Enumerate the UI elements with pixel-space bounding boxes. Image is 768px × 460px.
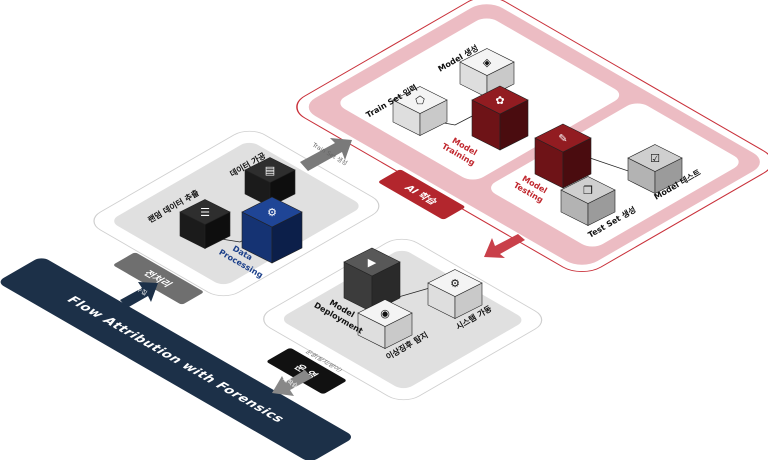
test-set-create-node: ❐ <box>560 176 616 226</box>
flow-band <box>0 258 352 460</box>
preprocess-tag <box>114 252 203 305</box>
edit-icon: ✎ <box>558 132 567 145</box>
flow-band-title: Flow Attribution with Forensics <box>63 295 288 425</box>
anomaly-detect-node: ◉ <box>357 299 413 349</box>
retrain-red-arrow <box>484 234 525 258</box>
model-testing-core-top-face <box>534 123 592 153</box>
gears-icon: ⚙ <box>267 206 277 219</box>
model-deployment-core-node: ▶ <box>343 247 401 313</box>
system-run-node: ⚙ <box>427 269 483 319</box>
retrain-arrow <box>272 370 312 396</box>
system-run-top-face <box>427 269 483 297</box>
model-testing-core-node: ✎ <box>534 123 592 189</box>
cube-icon: ◈ <box>483 56 492 69</box>
model-deployment-core-top-face <box>343 247 401 277</box>
database-icon: ☰ <box>200 206 210 219</box>
play-icon: ▶ <box>368 256 377 269</box>
checkbox-icon: ☑ <box>650 152 660 165</box>
model-training-core-top-face <box>471 85 529 115</box>
random-extract-top-face <box>179 199 231 225</box>
model-create-node: ◈ <box>459 48 515 98</box>
data-process-top-face <box>244 157 296 183</box>
testing-subpanel <box>491 103 739 247</box>
random-extract-node: ☰ <box>179 199 231 249</box>
document-stack-icon: ▤ <box>265 164 275 177</box>
model-test-node: ☑ <box>627 144 683 194</box>
model-test-top-face <box>627 144 683 172</box>
gear-icon: ⚙ <box>450 277 460 290</box>
operation-tag <box>267 348 346 394</box>
network-icon: ✿ <box>495 94 504 107</box>
copy-icon: ❐ <box>583 184 593 197</box>
collect-arrow-label: 수집 <box>135 286 148 298</box>
train-set-input-node: ⬠ <box>392 86 448 136</box>
model-training-core-node: ✿ <box>471 85 529 151</box>
test-set-create-top-face <box>560 176 616 204</box>
anomaly-detect-top-face <box>357 299 413 327</box>
train-set-arrow <box>300 138 352 171</box>
collect-arrow <box>120 282 158 308</box>
data-processing-core-node: ⚙ <box>241 196 303 264</box>
model-create-top-face <box>459 48 515 76</box>
train-set-input-top-face <box>392 86 448 114</box>
eye-icon: ◉ <box>380 307 390 320</box>
dodecahedron-icon: ⬠ <box>415 94 425 107</box>
data-processing-core-top-face <box>241 196 303 228</box>
ai-tag <box>379 169 465 220</box>
preprocess-inner <box>114 142 359 285</box>
